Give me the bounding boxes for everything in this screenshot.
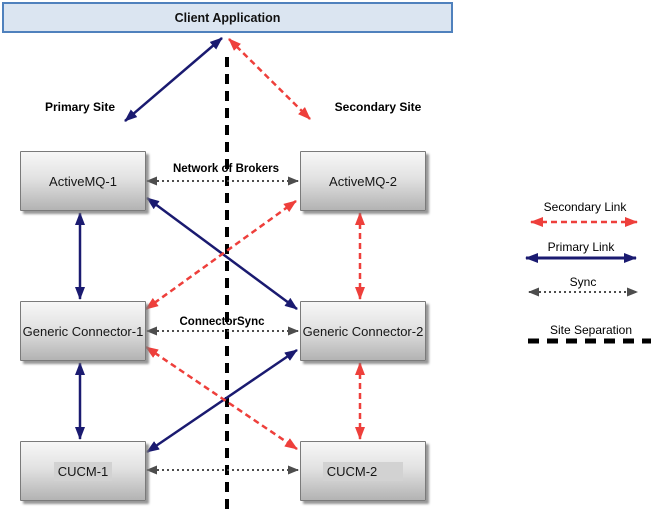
secondary-link-client-secondary-site (228, 38, 311, 120)
client-application-box: Client Application (2, 2, 453, 33)
network-of-brokers-label: Network of Brokers (172, 163, 280, 175)
legend-sync-label: Sync (569, 275, 597, 289)
node-cucm-2: CUCM-2 (300, 441, 426, 501)
node-generic-connector-1: Generic Connector-1 (20, 301, 146, 361)
legend-secondary-link-label: Secondary Link (543, 200, 627, 214)
secondary-link-gc1-amq2 (145, 199, 297, 311)
node-cucm-1-label: CUCM-1 (53, 461, 113, 481)
primary-link-cucm1-gc2 (146, 348, 298, 454)
secondary-site-label: Secondary Site (334, 100, 422, 114)
node-cucm-2-label: CUCM-2 (322, 461, 404, 481)
node-activemq-1: ActiveMQ-1 (20, 151, 146, 211)
node-generic-connector-2: Generic Connector-2 (300, 301, 426, 361)
legend-site-separation-label: Site Separation (549, 323, 633, 337)
primary-link-client-primary-site (124, 37, 223, 122)
node-activemq-2: ActiveMQ-2 (300, 151, 426, 211)
legend-primary-link-label: Primary Link (547, 240, 615, 254)
connector-sync-label: ConnectorSync (179, 316, 265, 328)
node-cucm-1: CUCM-1 (20, 441, 146, 501)
node-generic-connector-2-label: Generic Connector-2 (302, 323, 424, 339)
secondary-link-gc1-cucm2 (145, 345, 298, 451)
node-activemq-1-label: ActiveMQ-1 (49, 173, 117, 189)
primary-site-label: Primary Site (44, 100, 116, 114)
client-application-label: Client Application (174, 10, 281, 25)
node-generic-connector-1-label: Generic Connector-1 (22, 323, 144, 339)
node-activemq-2-label: ActiveMQ-2 (329, 173, 397, 189)
